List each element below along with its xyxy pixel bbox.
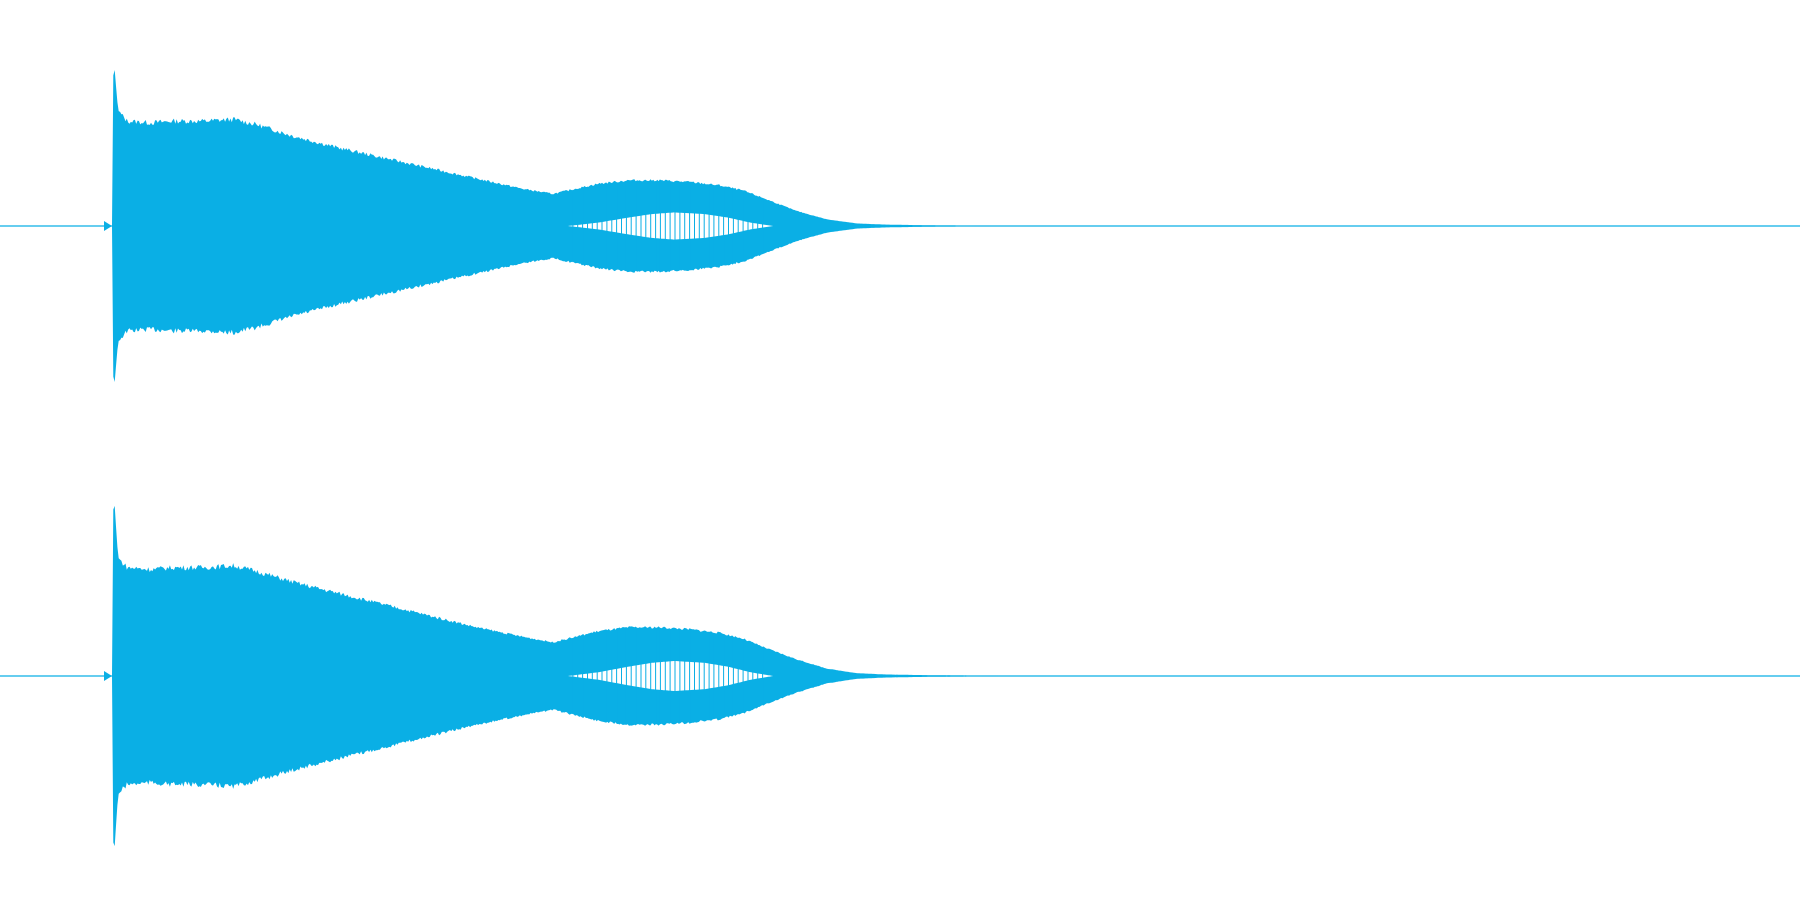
channel-1-start-marker bbox=[104, 221, 112, 231]
channel-2-transients bbox=[572, 628, 764, 724]
channel-1-transients bbox=[572, 181, 764, 271]
channel-2-track bbox=[0, 505, 1800, 847]
channel-2-start-marker bbox=[104, 671, 112, 681]
channel-1-track bbox=[0, 70, 1800, 382]
